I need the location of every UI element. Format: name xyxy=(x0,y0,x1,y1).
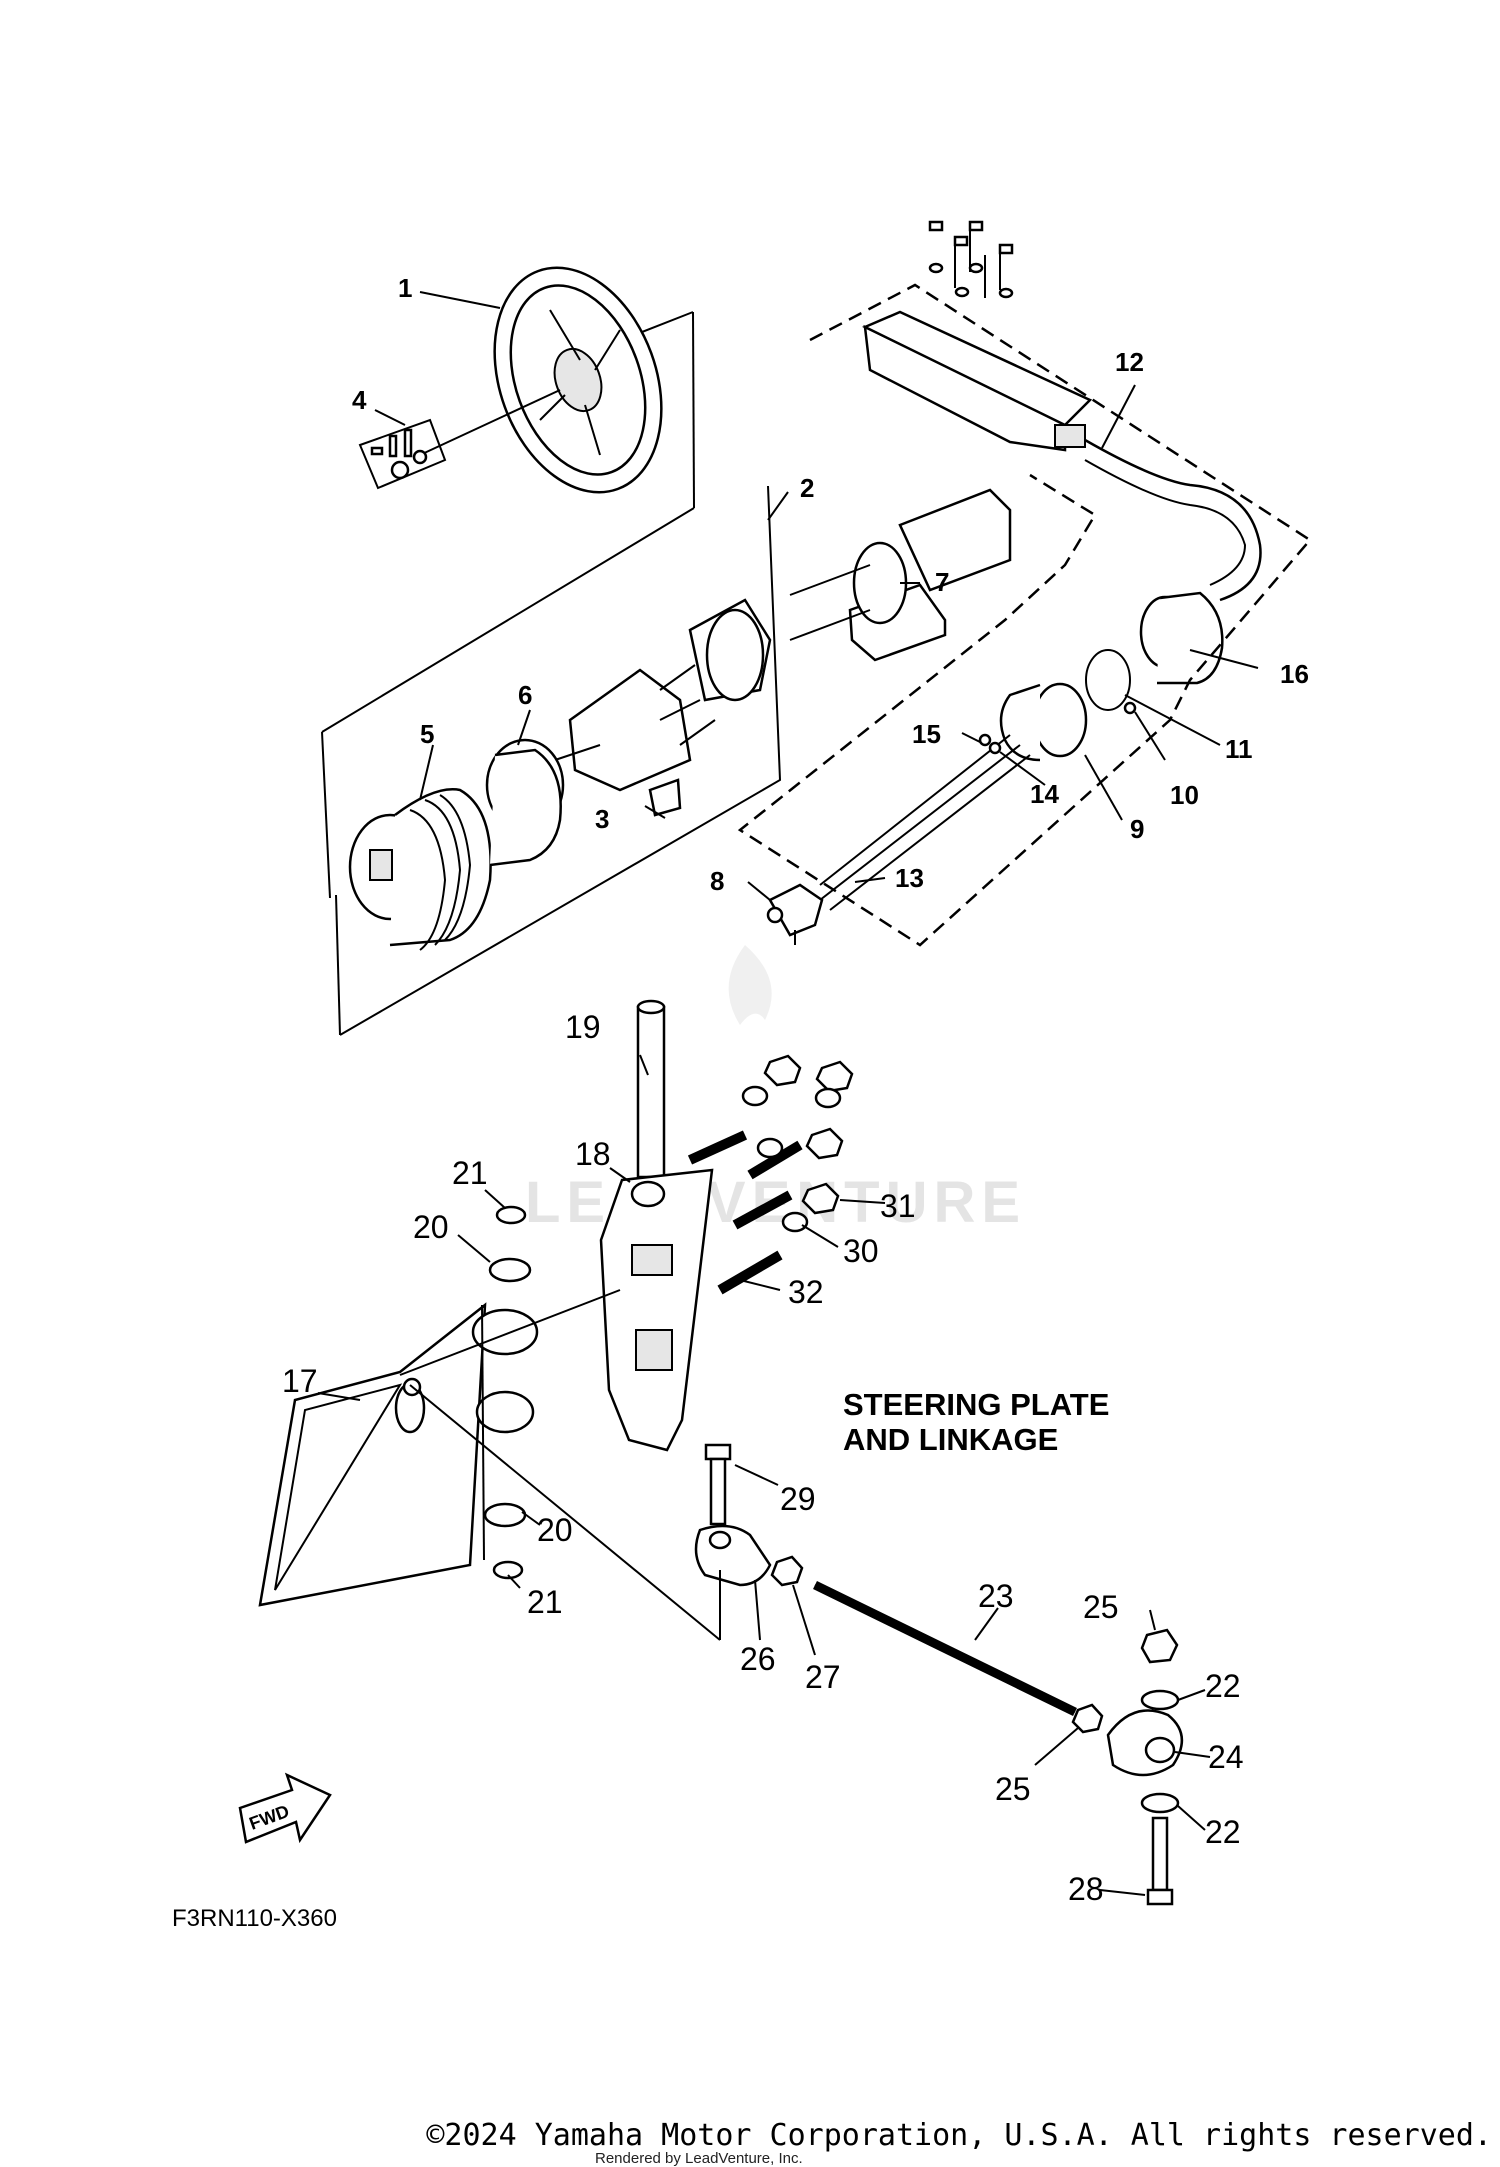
callout-22b: 22 xyxy=(1205,1814,1241,1850)
callout-1: 1 xyxy=(398,273,412,303)
grommet xyxy=(1139,591,1224,685)
callout-27: 27 xyxy=(805,1659,841,1695)
callout-26: 26 xyxy=(740,1641,776,1677)
helm-cover xyxy=(348,788,492,951)
callout-3: 3 xyxy=(595,804,609,834)
callout-28: 28 xyxy=(1068,1871,1104,1907)
steering-plate xyxy=(258,1302,539,1607)
cable-end xyxy=(766,883,824,945)
cable-boot xyxy=(999,682,1088,762)
steering-wheel xyxy=(419,266,663,494)
callout-23: 23 xyxy=(978,1578,1014,1614)
callout-22a: 22 xyxy=(1205,1668,1241,1704)
callout-25a: 25 xyxy=(1083,1589,1119,1625)
title-line-2: AND LINKAGE xyxy=(843,1422,1058,1457)
rod-end xyxy=(694,1524,804,1587)
rendered-by-notice: Rendered by LeadVenture, Inc. xyxy=(595,2150,803,2167)
callout-17: 17 xyxy=(282,1363,318,1399)
rod-end-assembly xyxy=(1071,1628,1183,1906)
callout-5: 5 xyxy=(420,719,434,749)
callout-12: 12 xyxy=(1115,347,1144,377)
helm-mount xyxy=(789,488,1012,662)
callout-11: 11 xyxy=(1225,734,1253,764)
callout-31: 31 xyxy=(880,1188,916,1224)
pin xyxy=(636,999,666,1179)
callout-7: 7 xyxy=(935,567,949,597)
steering-arm xyxy=(599,1168,714,1452)
callout-21a: 21 xyxy=(452,1155,488,1191)
control-box xyxy=(862,225,1262,602)
copyright-notice: ©2024 Yamaha Motor Corporation, U.S.A. A… xyxy=(426,2118,1492,2153)
mount-bolts xyxy=(928,220,1014,299)
bolt-29 xyxy=(704,1443,732,1526)
callout-30: 30 xyxy=(843,1233,879,1269)
wheel-nut-kit xyxy=(358,418,447,490)
link-rod xyxy=(813,1580,1077,1717)
callout-15: 15 xyxy=(912,719,941,749)
callout-16: 16 xyxy=(1280,659,1309,689)
cable-kit-outline xyxy=(737,283,1312,947)
callouts: 1 2 3 4 5 6 7 8 9 10 11 12 13 14 15 16 1… xyxy=(282,273,1309,1907)
diagram-code: F3RN110-X360 xyxy=(172,1905,337,1932)
bezel-ring xyxy=(485,738,565,867)
callout-19: 19 xyxy=(565,1009,601,1045)
callout-4: 4 xyxy=(352,385,367,415)
clamp xyxy=(1085,649,1137,715)
callout-6: 6 xyxy=(518,680,532,710)
studs xyxy=(687,1130,803,1295)
callout-29: 29 xyxy=(780,1481,816,1517)
callout-8: 8 xyxy=(710,866,724,896)
callout-13: 13 xyxy=(895,863,924,893)
callout-2: 2 xyxy=(800,473,814,503)
steering-cables xyxy=(819,733,1031,911)
nuts-washers xyxy=(741,1054,854,1233)
leader-lines xyxy=(317,291,1259,1896)
helm-bracket-small xyxy=(648,778,682,817)
callout-25b: 25 xyxy=(995,1771,1031,1807)
helm-bracket-outline xyxy=(321,311,782,1036)
callout-18: 18 xyxy=(575,1136,611,1172)
watermark: LEADVENTURE xyxy=(525,945,1020,1235)
title-line-1: STEERING PLATE xyxy=(843,1387,1109,1422)
callout-20a: 20 xyxy=(413,1209,449,1245)
callout-24: 24 xyxy=(1208,1739,1244,1775)
callout-32: 32 xyxy=(788,1274,824,1310)
helm-unit xyxy=(554,598,772,792)
callout-10: 10 xyxy=(1170,780,1199,810)
callout-20b: 20 xyxy=(537,1512,573,1548)
callout-21b: 21 xyxy=(527,1584,563,1620)
diagram-title: STEERING PLATE AND LINKAGE xyxy=(843,1387,1109,1457)
lower-connection-lines xyxy=(399,1289,721,1641)
fwd-arrow-icon: FWD xyxy=(238,1772,332,1844)
callout-9: 9 xyxy=(1130,814,1144,844)
callout-14: 14 xyxy=(1030,779,1059,809)
